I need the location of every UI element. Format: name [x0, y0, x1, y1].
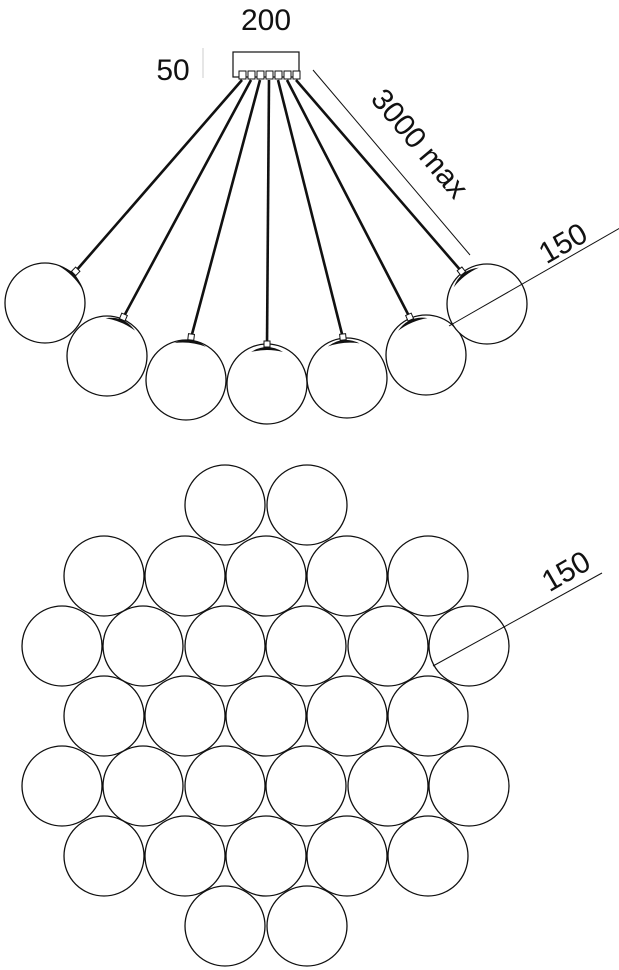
- plan-globe: [306, 535, 388, 617]
- plan-view: 150: [21, 464, 603, 967]
- canopy-width-label: 200: [241, 4, 291, 37]
- cable-holder: [256, 70, 265, 80]
- plan-globe: [265, 745, 347, 827]
- globe-cap: [105, 312, 136, 331]
- globe-cap-shade: [174, 339, 207, 347]
- side-view-globes: [4, 262, 528, 425]
- suspension-cable: [189, 79, 262, 339]
- globe-cap-shade: [251, 347, 283, 352]
- cable-holder: [265, 70, 274, 80]
- globe-diameter-label-plan: 150: [536, 545, 596, 599]
- globe-cap: [453, 266, 479, 288]
- suspension-cable: [276, 79, 345, 339]
- plan-globe: [63, 535, 145, 617]
- plan-globe: [225, 535, 307, 617]
- plan-globe: [387, 815, 469, 897]
- plan-globe: [225, 675, 307, 757]
- suspension-cable: [74, 79, 243, 273]
- suspension-cable: [295, 79, 463, 273]
- plan-globe: [306, 675, 388, 757]
- plan-globe: [102, 745, 184, 827]
- cable-holder: [274, 70, 283, 80]
- plan-globe: [63, 675, 145, 757]
- plan-globe: [387, 535, 469, 617]
- side-elevation-view: 200 50 3000 max 150: [4, 4, 619, 425]
- plan-view-globes: [21, 464, 510, 967]
- globe: [385, 314, 467, 396]
- globe: [4, 262, 86, 344]
- cable-length-label: 3000 max: [364, 83, 474, 205]
- globe-diameter-label-side: 150: [533, 217, 593, 271]
- globe-cap: [251, 340, 283, 352]
- globe-cap-socket: [339, 333, 347, 341]
- globe-cap: [398, 312, 428, 331]
- globe: [306, 337, 388, 419]
- plan-globe: [144, 815, 226, 897]
- globe-cap-socket: [263, 340, 271, 348]
- globe-cap-socket: [187, 333, 196, 341]
- suspension-cable: [121, 79, 253, 319]
- globe-cap-shade: [398, 317, 428, 331]
- plan-globe: [387, 675, 469, 757]
- plan-globe: [428, 745, 510, 827]
- plan-globe: [347, 745, 429, 827]
- canopy-height-label: 50: [156, 54, 189, 87]
- plan-globe: [184, 605, 266, 687]
- globe-cap-socket: [405, 312, 415, 322]
- plan-globe: [266, 464, 348, 546]
- cable-holder: [292, 70, 301, 80]
- plan-globe: [144, 675, 226, 757]
- plan-globe: [184, 885, 266, 967]
- plan-globe: [63, 815, 145, 897]
- globe-cap-shade: [453, 267, 479, 288]
- plan-globe: [428, 605, 510, 687]
- cable-holder: [238, 70, 247, 80]
- globe-cap: [174, 333, 207, 347]
- globe-cap-socket: [456, 266, 467, 277]
- globe-diameter-leader-plan: [432, 572, 603, 667]
- plan-globe: [225, 815, 307, 897]
- plan-globe: [184, 464, 266, 546]
- globe-diameter-leader-side: [448, 227, 619, 327]
- globe-cap-socket: [70, 266, 81, 277]
- canopy-cable-holders: [238, 70, 301, 80]
- globe-cap-shade: [105, 317, 136, 331]
- globe-cap-shade: [327, 339, 360, 347]
- cable-length-dimension-line: [312, 69, 471, 256]
- cable-holder: [283, 70, 292, 80]
- plan-globe: [144, 535, 226, 617]
- globe: [145, 339, 227, 421]
- plan-globe: [265, 605, 347, 687]
- plan-globe: [21, 745, 103, 827]
- plan-globe: [266, 885, 348, 967]
- plan-globe: [184, 745, 266, 827]
- globe-cap: [58, 265, 82, 289]
- plan-globe: [306, 815, 388, 897]
- plan-globe: [21, 605, 103, 687]
- plan-globe: [347, 605, 429, 687]
- globe-cap: [327, 333, 360, 347]
- globe: [226, 343, 308, 425]
- suspension-cable: [285, 79, 412, 319]
- plan-globe: [102, 605, 184, 687]
- globe: [66, 315, 148, 397]
- suspension-cables: [74, 79, 463, 346]
- globe-cap-socket: [118, 312, 128, 322]
- suspension-cable: [265, 79, 271, 346]
- cable-holder: [247, 70, 256, 80]
